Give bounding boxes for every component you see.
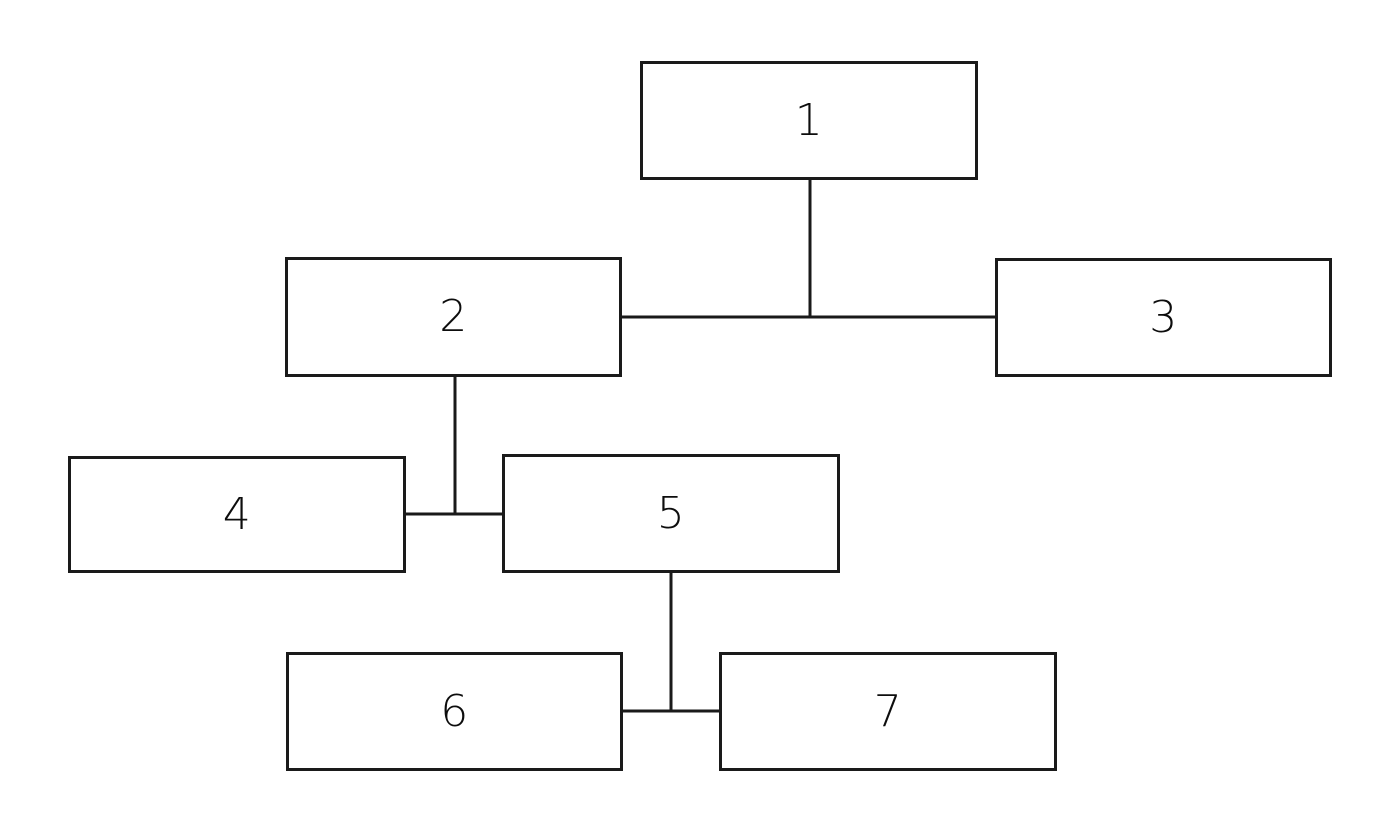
node-box-1[interactable]: 1 <box>640 61 978 180</box>
node-box-3[interactable]: 3 <box>995 258 1332 377</box>
node-label-6: 6 <box>440 685 469 737</box>
node-box-7[interactable]: 7 <box>719 652 1057 771</box>
node-label-4: 4 <box>222 488 252 540</box>
node-box-5[interactable]: 5 <box>502 454 840 573</box>
node-label-7: 7 <box>873 685 903 737</box>
node-label-3: 3 <box>1149 291 1178 343</box>
node-label-1: 1 <box>794 94 824 146</box>
node-box-2[interactable]: 2 <box>285 257 622 377</box>
node-box-6[interactable]: 6 <box>286 652 623 771</box>
node-label-2: 2 <box>439 291 468 342</box>
node-box-4[interactable]: 4 <box>68 456 406 573</box>
node-label-5: 5 <box>656 487 686 539</box>
